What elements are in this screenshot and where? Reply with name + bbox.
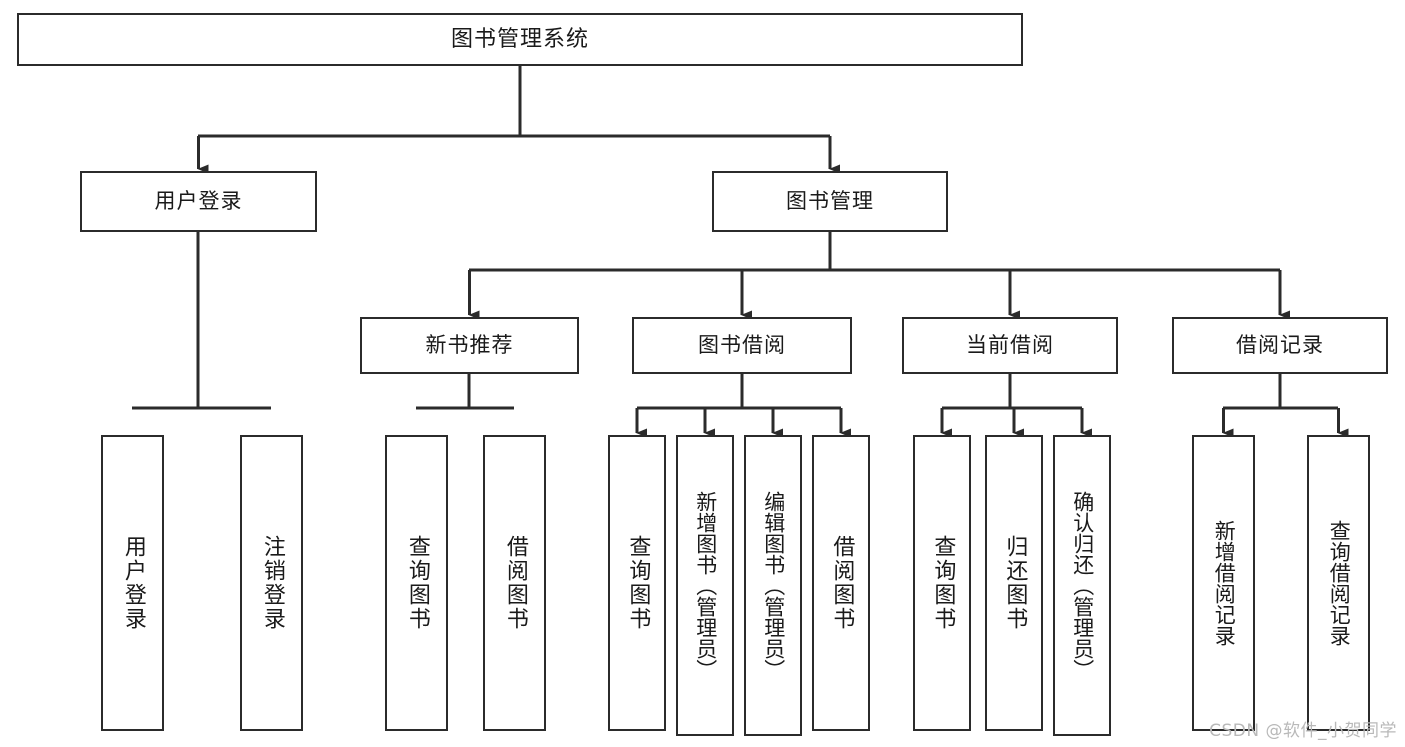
node-label-r1: 新增借阅记录 — [1212, 520, 1237, 646]
node-label-borrow: 图书借阅 — [698, 333, 786, 358]
node-label-c2: 归还图书 — [1002, 535, 1028, 631]
node-label-l1: 用户登录 — [120, 535, 146, 631]
node-label-b2: 新增图书（管理员） — [693, 491, 718, 680]
node-b4[interactable]: 借阅图书 — [812, 435, 870, 731]
node-label-l2: 注销登录 — [259, 535, 285, 631]
node-label-login: 用户登录 — [154, 189, 243, 214]
node-current[interactable]: 当前借阅 — [902, 317, 1118, 374]
node-label-c3: 确认归还（管理员） — [1070, 491, 1095, 680]
node-b3[interactable]: 编辑图书（管理员） — [744, 435, 802, 736]
node-r2[interactable]: 查询借阅记录 — [1307, 435, 1370, 731]
node-b1[interactable]: 查询图书 — [608, 435, 666, 731]
node-label-bookmgmt: 图书管理 — [786, 189, 874, 214]
node-label-b4: 借阅图书 — [829, 535, 855, 631]
node-label-b1: 查询图书 — [625, 535, 651, 631]
node-n1[interactable]: 查询图书 — [385, 435, 448, 731]
node-newbook[interactable]: 新书推荐 — [360, 317, 579, 374]
node-c3[interactable]: 确认归还（管理员） — [1053, 435, 1111, 736]
node-l1[interactable]: 用户登录 — [101, 435, 164, 731]
node-l2[interactable]: 注销登录 — [240, 435, 303, 731]
node-label-root: 图书管理系统 — [450, 26, 589, 52]
node-r1[interactable]: 新增借阅记录 — [1192, 435, 1255, 731]
node-n2[interactable]: 借阅图书 — [483, 435, 546, 731]
node-label-r2: 查询借阅记录 — [1327, 520, 1352, 646]
node-bookmgmt[interactable]: 图书管理 — [712, 171, 948, 232]
node-c1[interactable]: 查询图书 — [913, 435, 971, 731]
node-label-n2: 借阅图书 — [502, 535, 528, 631]
node-label-n1: 查询图书 — [404, 535, 430, 631]
node-borrow[interactable]: 图书借阅 — [632, 317, 852, 374]
node-login[interactable]: 用户登录 — [80, 171, 317, 232]
node-label-records: 借阅记录 — [1236, 333, 1324, 358]
node-label-b3: 编辑图书（管理员） — [761, 491, 786, 680]
node-label-newbook: 新书推荐 — [425, 333, 514, 358]
node-c2[interactable]: 归还图书 — [985, 435, 1043, 731]
node-label-current: 当前借阅 — [966, 333, 1054, 358]
node-root[interactable]: 图书管理系统 — [17, 13, 1023, 66]
watermark-text: CSDN @软件_小贺同学 — [1209, 721, 1397, 741]
node-records[interactable]: 借阅记录 — [1172, 317, 1388, 374]
node-b2[interactable]: 新增图书（管理员） — [676, 435, 734, 736]
node-label-c1: 查询图书 — [930, 535, 956, 631]
